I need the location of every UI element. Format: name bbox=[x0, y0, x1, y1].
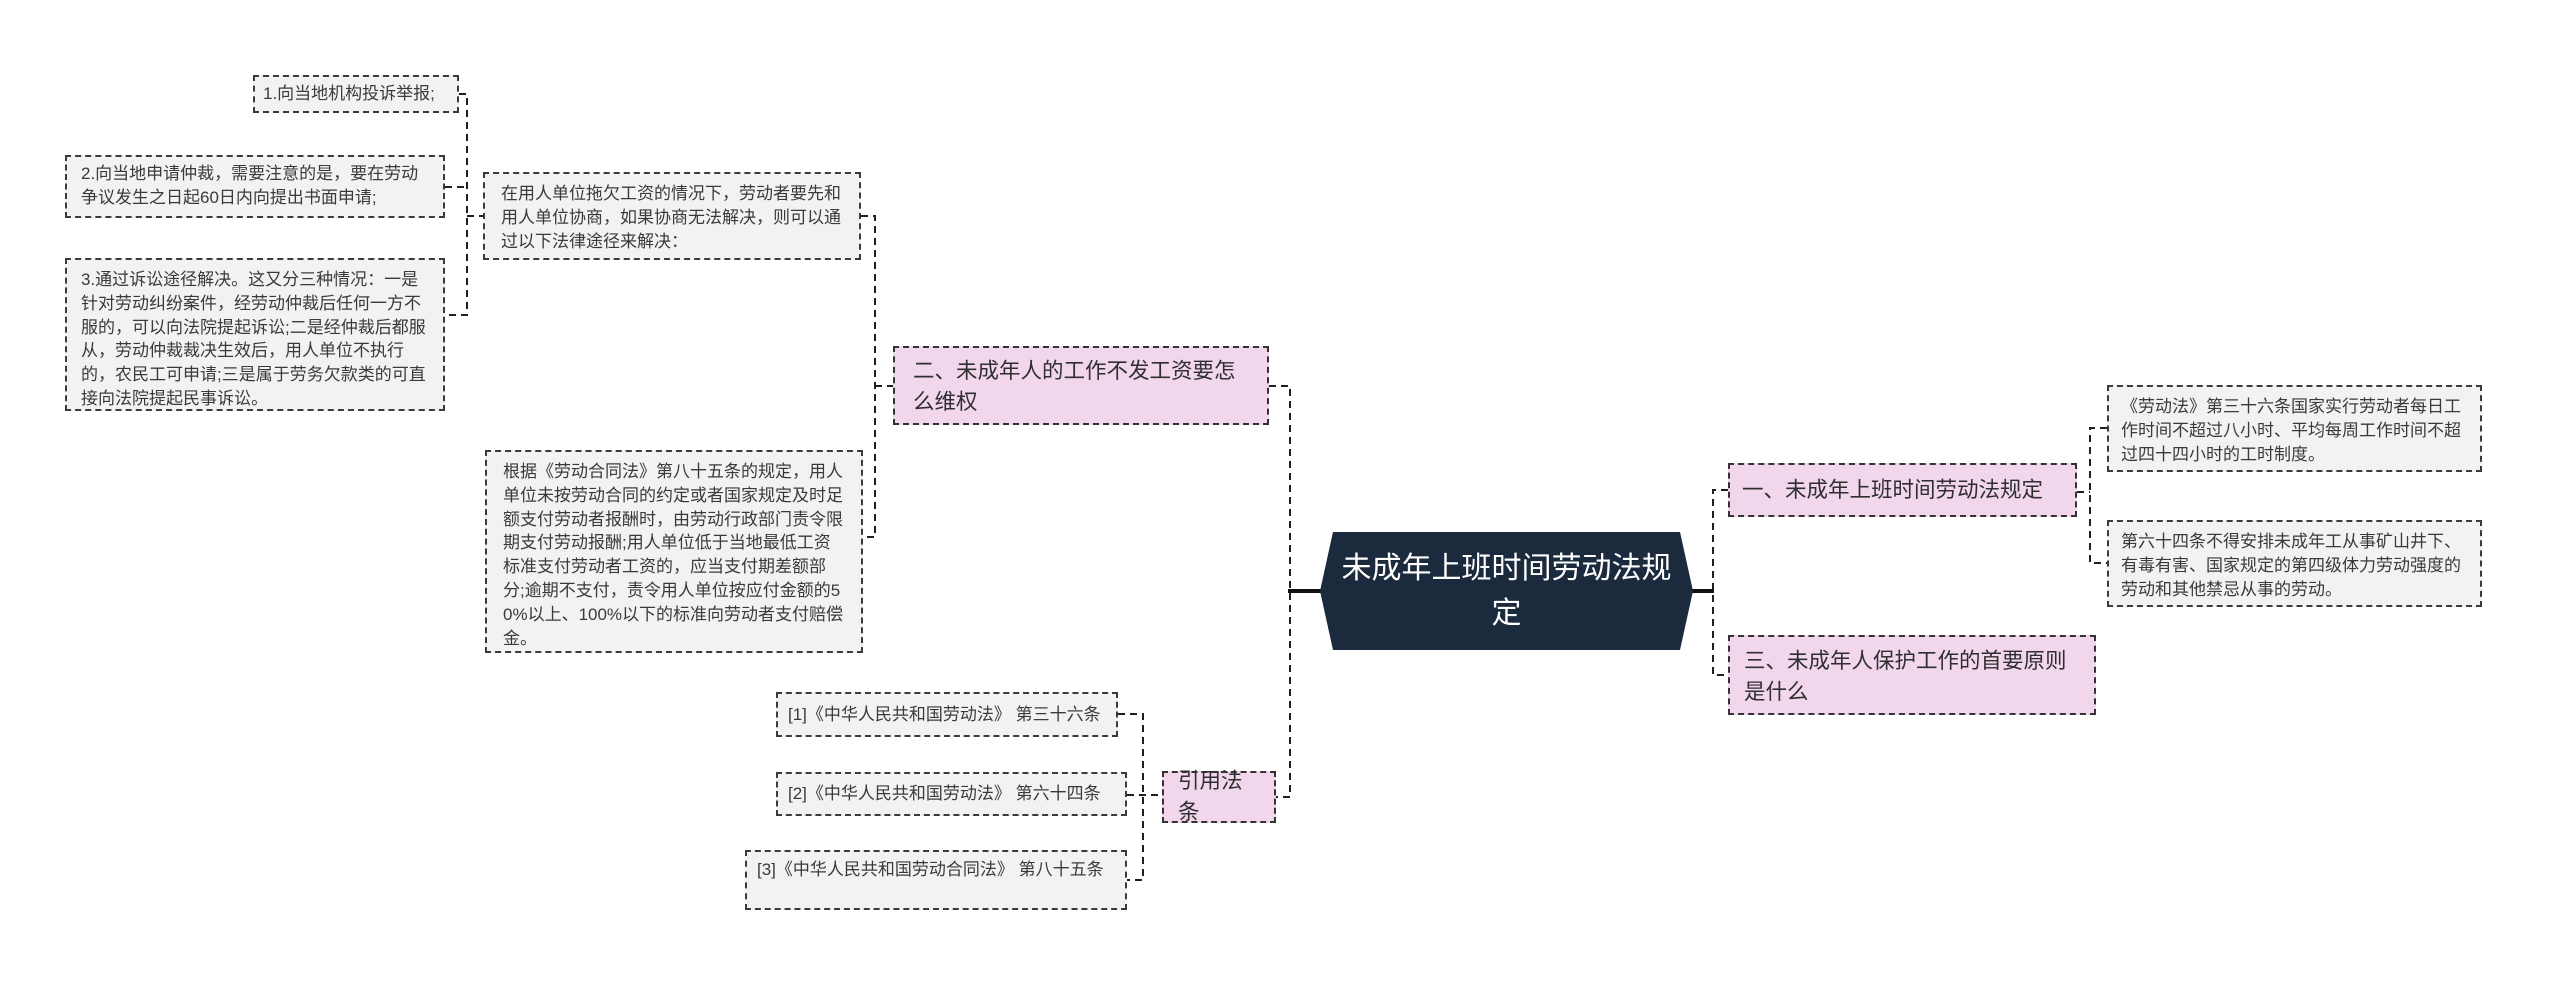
citations-topic[interactable]: 引用法条 bbox=[1162, 769, 1276, 824]
citation-item-2[interactable]: [2]《中华人民共和国劳动法》 第六十四条 bbox=[776, 772, 1127, 816]
citation-item-3[interactable]: [3]《中华人民共和国劳动合同法》 第八十五条 bbox=[745, 850, 1127, 910]
branch-three-topic[interactable]: 三、未成年人保护工作的首要原则是什么 bbox=[1728, 635, 2096, 715]
leaf-labor-law-article-36[interactable]: 《劳动法》第三十六条国家实行劳动者每日工作时间不超过八小时、平均每周工作时间不超… bbox=[2107, 385, 2482, 472]
leaf-labor-contract-law-article-85[interactable]: 根据《劳动合同法》第八十五条的规定，用人单位未按劳动合同的约定或者国家规定及时足… bbox=[485, 450, 863, 653]
branch-two-topic[interactable]: 二、未成年人的工作不发工资要怎么维权 bbox=[893, 346, 1269, 425]
leaf-complaint-step-1[interactable]: 1.向当地机构投诉举报; bbox=[253, 75, 459, 113]
root-node[interactable]: 未成年上班时间劳动法规定 bbox=[1320, 532, 1693, 650]
leaf-labor-law-article-64[interactable]: 第六十四条不得安排未成年工从事矿山井下、有毒有害、国家规定的第四级体力劳动强度的… bbox=[2107, 520, 2482, 607]
leaf-arbitration-step-2[interactable]: 2.向当地申请仲裁，需要注意的是，要在劳动争议发生之日起60日内向提出书面申请; bbox=[65, 155, 445, 218]
branch-one-topic[interactable]: 一、未成年上班时间劳动法规定 bbox=[1728, 463, 2077, 517]
citation-item-1[interactable]: [1]《中华人民共和国劳动法》 第三十六条 bbox=[776, 692, 1118, 737]
leaf-wage-dispute-intro[interactable]: 在用人单位拖欠工资的情况下，劳动者要先和用人单位协商，如果协商无法解决，则可以通… bbox=[483, 172, 861, 260]
leaf-litigation-step-3[interactable]: 3.通过诉讼途径解决。这又分三种情况：一是针对劳动纠纷案件，经劳动仲裁后任何一方… bbox=[65, 258, 445, 411]
